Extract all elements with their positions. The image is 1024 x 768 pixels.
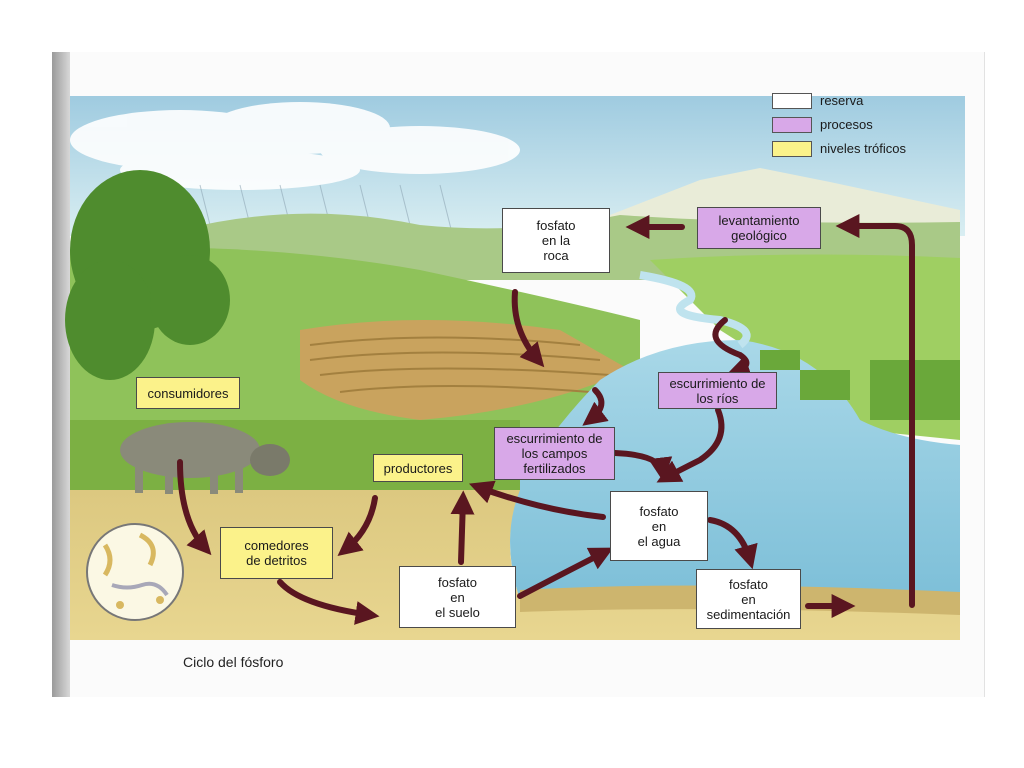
clouds bbox=[70, 102, 520, 190]
arrow-field-wave bbox=[582, 387, 609, 426]
node-comedores-detritos: comedores de detritos bbox=[220, 527, 333, 579]
arrow-rios-to-agua bbox=[656, 407, 725, 483]
arrow-agua-to-sedimentacion bbox=[707, 517, 758, 570]
node-fosfato-sedimentacion: fosfato en sedimentación bbox=[696, 569, 801, 629]
legend-swatch-niveles bbox=[772, 141, 812, 157]
arrow-roca-to-campos bbox=[511, 289, 545, 368]
trees bbox=[65, 170, 230, 380]
node-fosfato-suelo: fosfato en el suelo bbox=[399, 566, 516, 628]
arrow-rios-wave bbox=[712, 317, 753, 379]
node-consumidores: consumidores bbox=[136, 377, 240, 409]
node-fosfato-roca: fosfato en la roca bbox=[502, 208, 610, 273]
sheep bbox=[120, 422, 290, 494]
legend-swatch-reserva bbox=[772, 93, 812, 109]
figure-caption: Ciclo del fósforo bbox=[183, 654, 284, 670]
microbe-circle bbox=[86, 523, 184, 621]
river bbox=[639, 271, 751, 349]
arrow-consumidores-to-comedores bbox=[177, 459, 212, 556]
arrow-suelo-to-agua bbox=[517, 547, 614, 599]
node-escurrimiento-campos: escurrimiento de los campos fertilizados bbox=[494, 427, 615, 480]
legend-swatch-procesos bbox=[772, 117, 812, 133]
arrow-comedores-to-suelo bbox=[277, 579, 380, 625]
arrow-productores-to-comedores bbox=[337, 495, 378, 556]
arrow-suelo-to-productores bbox=[450, 490, 475, 565]
node-fosfato-agua: fosfato en el agua bbox=[610, 491, 708, 561]
node-productores: productores bbox=[373, 454, 463, 482]
legend-label-niveles: niveles tróficos bbox=[820, 141, 906, 156]
legend-label-procesos: procesos bbox=[820, 117, 873, 132]
arrow-sedimento-up bbox=[835, 214, 915, 608]
arrow-campos-to-agua bbox=[612, 450, 673, 482]
node-levantamiento-geologico: levantamiento geológico bbox=[697, 207, 821, 249]
plowed-fields bbox=[300, 320, 630, 420]
node-escurrimiento-rios: escurrimiento de los ríos bbox=[658, 372, 777, 409]
cycle-arrows bbox=[177, 214, 915, 625]
arrow-agua-to-productores bbox=[468, 480, 606, 520]
legend-label-reserva: reserva bbox=[820, 93, 864, 108]
